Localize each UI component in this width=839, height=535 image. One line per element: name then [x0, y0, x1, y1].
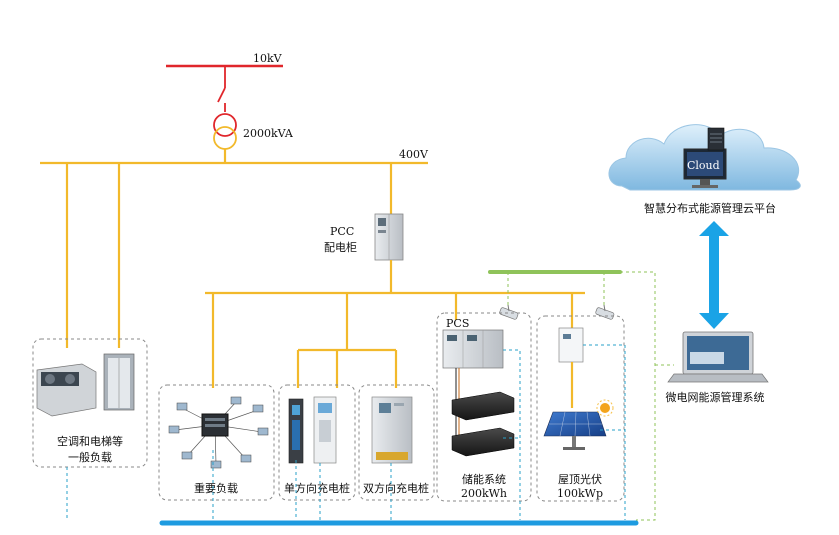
storage-box — [436, 312, 532, 502]
storage-label-2: 200kWh — [461, 487, 507, 500]
pcc-title: PCC — [330, 225, 354, 238]
lv-voltage-label: 400V — [399, 148, 429, 161]
bidirectional-charger-label: 双方向充电桩 — [363, 481, 429, 495]
pcs-label: PCS — [446, 317, 469, 330]
general-load-box — [32, 338, 148, 468]
chiller-unit-icon — [36, 363, 97, 417]
bidirectional-charger-icon — [371, 396, 413, 464]
laptop-icon — [667, 331, 769, 383]
cloud-platform-label: 智慧分布式能源管理云平台 — [644, 201, 776, 215]
bidirectional-charger-box — [358, 384, 435, 501]
pv-label-1: 屋顶光伏 — [558, 472, 602, 486]
general-load-label-2: 一般负载 — [68, 450, 112, 464]
pcc-cabinet — [374, 213, 404, 261]
sun-icon — [596, 399, 614, 417]
unidirectional-charger-label: 单方向充电桩 — [284, 481, 350, 495]
general-load-label-1: 空调和电梯等 — [57, 434, 123, 448]
pv-label-2: 100kWp — [557, 487, 603, 500]
important-load-box — [158, 384, 275, 501]
switch-icon — [217, 87, 226, 103]
camera-icon — [499, 304, 519, 320]
double-arrow-icon — [699, 221, 729, 329]
unidirectional-charger-icon — [288, 396, 337, 464]
server-network-icon — [168, 396, 269, 469]
solar-panel-icon — [543, 411, 607, 450]
unidirectional-charger-box — [278, 384, 356, 501]
storage-label-1: 储能系统 — [462, 472, 506, 486]
transformer-icon — [213, 113, 237, 150]
monitor-icon — [683, 148, 727, 188]
server-tower-icon — [707, 127, 725, 151]
cloud-text: Cloud — [687, 159, 720, 172]
important-load-label: 重要负载 — [194, 481, 238, 495]
hv-voltage-label: 10kV — [253, 52, 283, 65]
pcc-subtitle: 配电柜 — [324, 241, 357, 254]
pv-inverter-icon — [558, 327, 584, 363]
camera-icon-2 — [595, 304, 615, 320]
pv-box — [536, 315, 625, 502]
elevator-icon — [103, 353, 135, 411]
battery-rack-icon — [451, 391, 515, 457]
pcs-cabinet-icon — [442, 329, 504, 369]
transformer-rating-label: 2000kVA — [243, 127, 294, 140]
microgrid-system-label: 微电网能源管理系统 — [666, 390, 765, 404]
